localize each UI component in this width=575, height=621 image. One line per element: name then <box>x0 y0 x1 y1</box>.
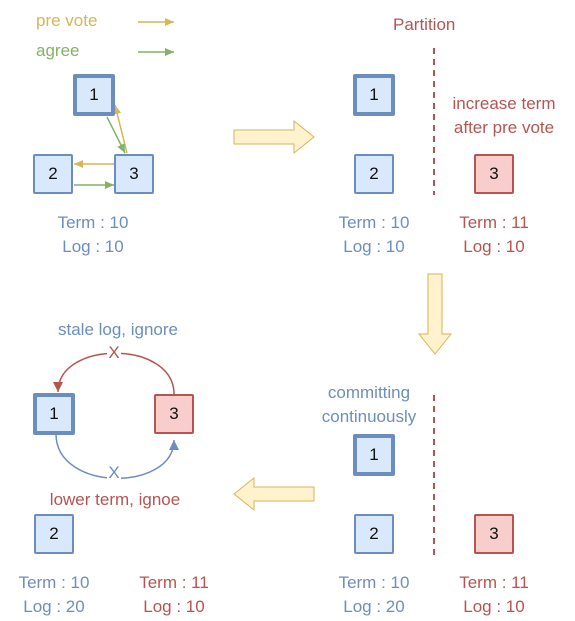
panel4-stale-label: stale log, ignore <box>57 320 179 339</box>
panel4-lower-label: lower term, ignoe <box>49 490 181 509</box>
legend-agree-label: agree <box>36 41 80 60</box>
panel2-left-term: Term : 10 <box>338 213 410 232</box>
panel2-partition-label: Partition <box>393 15 456 34</box>
big-arrow-left <box>233 476 315 512</box>
panel1-node-2: 2 <box>33 154 73 194</box>
panel3-node-3: 3 <box>474 514 514 554</box>
panel4-node-3: 3 <box>154 394 194 434</box>
panel4-stale-x: X <box>108 343 120 362</box>
panel4-node-2: 2 <box>34 514 74 554</box>
panel1-node-3: 3 <box>114 154 154 194</box>
panel2-right-log: Log : 10 <box>463 237 525 256</box>
panel3-note-line2: continuously <box>321 407 417 426</box>
panel2-right-term: Term : 11 <box>459 213 529 232</box>
legend-prevote-label: pre vote <box>36 11 98 30</box>
panel3-node-2: 2 <box>354 514 394 554</box>
panel4-right-log: Log : 10 <box>143 597 205 616</box>
agree-1-to-3-arrow <box>106 116 126 154</box>
panel2-node-2: 2 <box>354 154 394 194</box>
panel3-right-log: Log : 10 <box>463 597 525 616</box>
panel2-note-line2: after pre vote <box>453 118 555 137</box>
lower-x-bg <box>107 465 121 481</box>
panel4-lower-x: X <box>108 463 120 482</box>
panel1-term: Term : 10 <box>57 213 129 232</box>
panel4-left-log: Log : 20 <box>23 597 85 616</box>
panel3-left-log: Log : 20 <box>343 597 405 616</box>
big-arrow-right <box>233 119 315 155</box>
panel3-right-term: Term : 11 <box>459 573 529 592</box>
panel2-note-line1: increase term <box>452 94 556 113</box>
panel4-left-term: Term : 10 <box>18 573 90 592</box>
panel1-log: Log : 10 <box>62 237 124 256</box>
big-arrow-down <box>417 273 453 355</box>
panel3-left-term: Term : 10 <box>338 573 410 592</box>
panel4-right-term: Term : 11 <box>139 573 209 592</box>
panel1-node-1: 1 <box>73 74 115 116</box>
panel2-node-1: 1 <box>353 74 395 116</box>
panel2-left-log: Log : 10 <box>343 237 405 256</box>
panel4-node-1: 1 <box>33 393 75 435</box>
prevote-3-to-1-arrow <box>113 104 128 154</box>
stale-x-bg <box>107 345 121 361</box>
panel2-node-3: 3 <box>474 154 514 194</box>
panel3-node-1: 1 <box>353 434 395 476</box>
panel3-note-line1: committing <box>327 383 411 402</box>
